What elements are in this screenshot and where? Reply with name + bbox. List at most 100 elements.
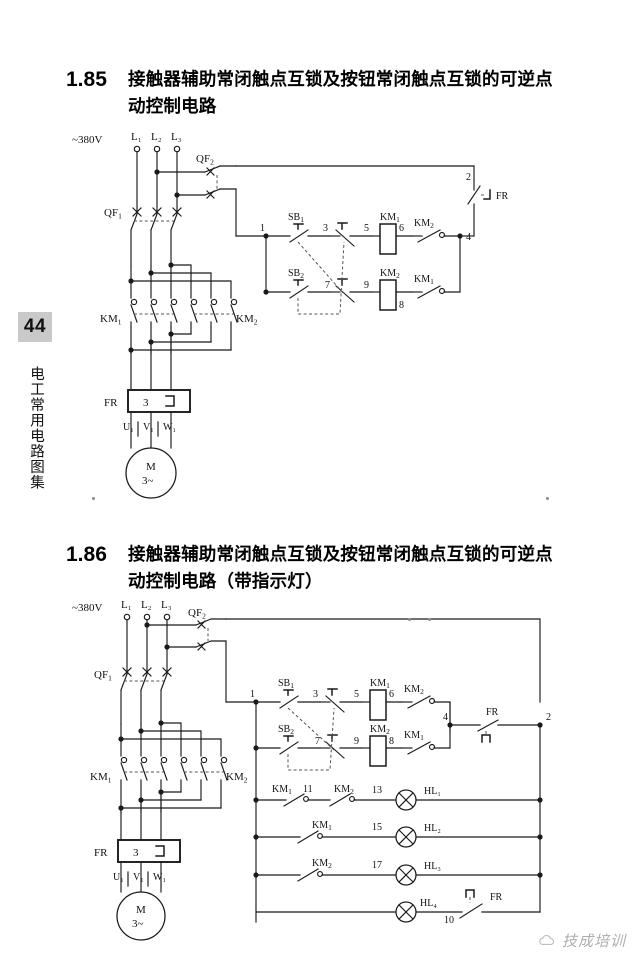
node-label-5-186: 5: [354, 689, 359, 700]
qf1-cross3-185: [172, 207, 182, 217]
km1-blade3-185: [170, 304, 178, 355]
harness-l3-to-km2a-186: [160, 722, 182, 757]
junction-h3-186: [158, 720, 164, 726]
sb1-blade-185: [289, 229, 309, 243]
section-heading-186: 1.86 接触器辅助常闭触点互锁及按钮常闭触点互锁的可逆点动控制电路（带指示灯）: [66, 541, 558, 595]
qf1-cross1-185: [132, 207, 142, 217]
print-artifact-dot-d: [428, 618, 431, 621]
qf1-pole2-185: [150, 213, 158, 267]
node-label-8-185: 8: [399, 300, 404, 311]
lamp-hl4-label-186: HL₄: [420, 898, 437, 909]
sb2-actuator-186: [283, 735, 294, 742]
margin-tab: 44 电工常用电路图集: [18, 312, 52, 508]
sb1-blade-186: [279, 695, 299, 709]
interlock-sb2-to-nc1-185: [297, 241, 345, 315]
aux-km1-pivot-186: [428, 743, 436, 751]
motor-terminal-w-185: W₁: [163, 422, 176, 433]
km2-contact1-top-185: [190, 298, 198, 306]
junction-l2-185: [154, 169, 160, 175]
node-label-13-186: 13: [372, 785, 382, 796]
phase-label-l2-185: L₂: [151, 131, 162, 143]
lamp-row1-blade1-186: [283, 793, 305, 807]
overload-relay-glyph-185: [165, 395, 175, 407]
node-label-11-186: 11: [303, 784, 313, 795]
button-sb2-label-185: SB2: [288, 268, 304, 280]
motor-label-dividers-185: [137, 421, 159, 437]
watermark: 技成培训: [537, 930, 626, 951]
fr-contact-glyph-185: [483, 189, 491, 200]
aux-km1-label-186: KM1: [404, 730, 424, 742]
lamp-row1-pivot1-186: [303, 796, 309, 802]
node-label-1-185: 1: [260, 223, 265, 234]
breaker-main-label-185: QF1: [104, 207, 122, 221]
contactor-left-label-185: KM1: [100, 313, 122, 327]
harness-l1-to-km2c-186: [120, 738, 222, 757]
section-heading-185: 1.85 接触器辅助常闭触点互锁及按钮常闭触点互锁的可逆点动控制电路: [66, 66, 558, 120]
page-number: 44: [18, 312, 52, 342]
lamp-row1-pivot2-186: [349, 796, 355, 802]
button-sb2-label-186: SB2: [278, 724, 294, 736]
qf1-pole2-186: [140, 673, 148, 725]
section-title-185: 接触器辅助常闭触点互锁及按钮常闭触点互锁的可逆点动控制电路: [128, 69, 553, 116]
motor-terminal-u-185: U₁: [123, 422, 134, 433]
km2-blade1-186: [180, 762, 188, 793]
motor-symbol-185: M: [146, 461, 156, 473]
print-artifact-dot-right: [546, 497, 549, 500]
node-label-5-185: 5: [364, 223, 369, 234]
breaker-control-label-186: QF2: [188, 607, 206, 621]
km2-blade3-186: [220, 762, 228, 809]
km1-contact2-top-185: [150, 298, 158, 306]
aux-km1-blade-185: [417, 285, 441, 299]
terminal-l3-186: [163, 613, 171, 621]
km2-contact3-top-186: [220, 756, 228, 764]
junction-l3-185: [174, 192, 180, 198]
km1-contact1-top-185: [130, 298, 138, 306]
lamp-hl1-cross-186: [398, 792, 414, 808]
contactor-right-label-186: KM2: [226, 771, 248, 785]
km1-contact3-top-185: [170, 298, 178, 306]
km1-blade3-186: [160, 762, 168, 813]
lamp-hl2-label-186: HL₂: [424, 823, 441, 834]
coil-km1-body-186: [369, 689, 387, 721]
junction-h1-185: [128, 278, 134, 284]
junction-l3-186: [164, 644, 170, 650]
overload-relay-label-186: FR: [94, 847, 108, 859]
overload-relay-body-185: [127, 389, 191, 413]
coil-km1-label-185: KM1: [380, 212, 400, 224]
sb1-actuator-185: [293, 223, 304, 230]
aux-km2-label-186: KM2: [404, 684, 424, 696]
book-title-vertical: 电工常用电路图集: [28, 366, 44, 490]
node-label-2-185: 2: [466, 172, 471, 183]
qf1-pole1-185: [130, 213, 138, 267]
terminal-l2-186: [143, 613, 151, 621]
phase-label-l2-186: L₂: [141, 599, 152, 611]
supply-voltage-label-186: ~380V: [72, 602, 102, 614]
nc1-blade-185: [335, 229, 355, 247]
qf1-cross2-185: [152, 207, 162, 217]
breaker-main-label-186: QF1: [94, 669, 112, 683]
fr-contact-label-185: FR: [496, 191, 509, 202]
aux-km1-pivot-185: [438, 287, 446, 295]
node-label-7-185: 7: [325, 280, 330, 291]
node-label-6-186: 6: [389, 689, 394, 700]
coil-km1-body-185: [379, 223, 397, 255]
qf1-cross1-186: [122, 667, 132, 677]
circuit-diagram-185: ~380V L₁ L₂ L₃ QF2: [0, 118, 640, 508]
lamp-row4-fr-blade-186: [459, 903, 483, 919]
circuit-diagram-186: ~380V L₁ L₂ L₃ QF2: [0, 592, 640, 941]
overload-relay-poles-185: 3: [143, 397, 149, 409]
lamp-hl2-cross-186: [398, 829, 414, 845]
aux-km2-blade-185: [417, 229, 441, 243]
nc1-blade-186: [325, 695, 345, 713]
km2-blade2-186: [200, 762, 208, 801]
km1-contact2-top-186: [140, 756, 148, 764]
km2-contact1-top-186: [180, 756, 188, 764]
aux-km1-label-185: KM1: [414, 274, 434, 286]
harness-l2-to-km2b-185: [150, 272, 212, 299]
sb2-actuator-185: [293, 279, 304, 286]
node-label-17-186: 17: [372, 860, 382, 871]
node-label-8-186: 8: [389, 736, 394, 747]
aux-km2-pivot-185: [438, 231, 446, 239]
motor-body-185: [125, 447, 177, 499]
harness-l3-to-km2a-185: [170, 264, 192, 299]
